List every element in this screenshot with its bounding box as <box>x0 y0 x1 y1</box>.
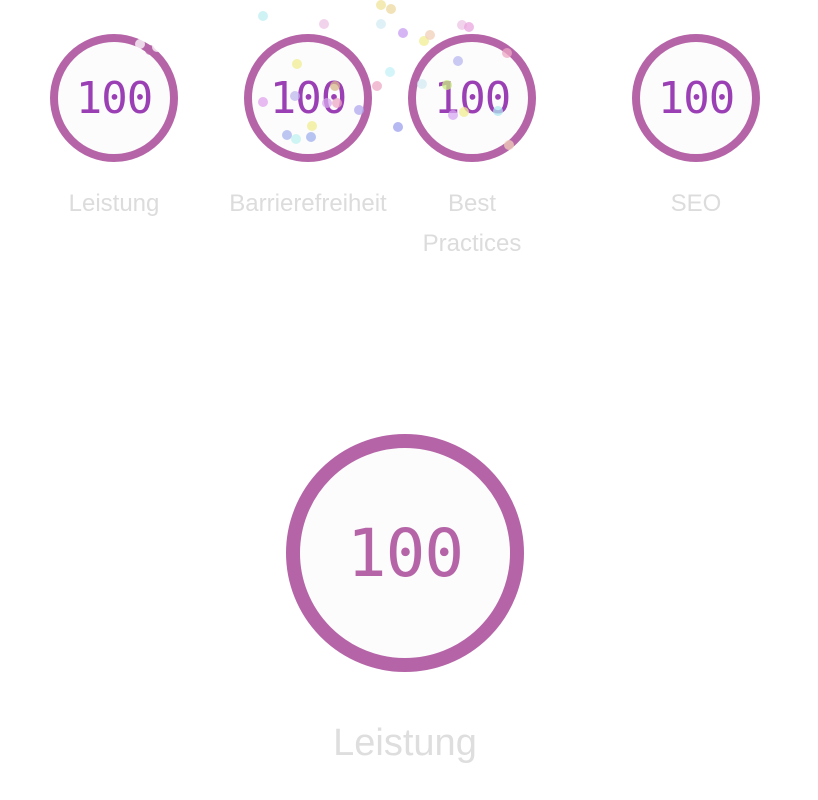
score-ring: 100 <box>50 34 178 162</box>
confetti-dot <box>376 19 386 29</box>
confetti-dot <box>319 19 329 29</box>
confetti-dot <box>464 22 474 32</box>
featured-gauge-performance: 100 Leistung <box>286 434 524 765</box>
score-value: 100 <box>433 72 511 124</box>
gauge-label: Barrierefreiheit <box>229 190 387 217</box>
score-ring: 100 <box>408 34 536 162</box>
gauge-accessibility[interactable]: 100 Barrierefreiheit <box>208 34 408 224</box>
gauge-best-practices[interactable]: 100 Best Practices <box>402 34 542 264</box>
score-value: 100 <box>269 72 347 124</box>
score-ring: 100 <box>632 34 760 162</box>
featured-label: Leistung <box>333 722 477 764</box>
score-value: 100 <box>346 514 464 592</box>
score-value: 100 <box>657 72 735 124</box>
gauge-label: Best Practices <box>422 190 522 257</box>
gauge-label: Leistung <box>68 190 160 217</box>
confetti-dot <box>376 0 386 10</box>
gauge-seo[interactable]: 100 SEO <box>596 34 796 224</box>
confetti-dot <box>457 20 467 30</box>
gauge-performance[interactable]: 100 Leistung <box>14 34 214 224</box>
score-value: 100 <box>75 72 153 124</box>
score-ring: 100 <box>244 34 372 162</box>
confetti-dot <box>386 4 396 14</box>
score-ring: 100 <box>286 434 524 672</box>
gauge-label: SEO <box>670 190 722 217</box>
confetti-dot <box>258 11 268 21</box>
